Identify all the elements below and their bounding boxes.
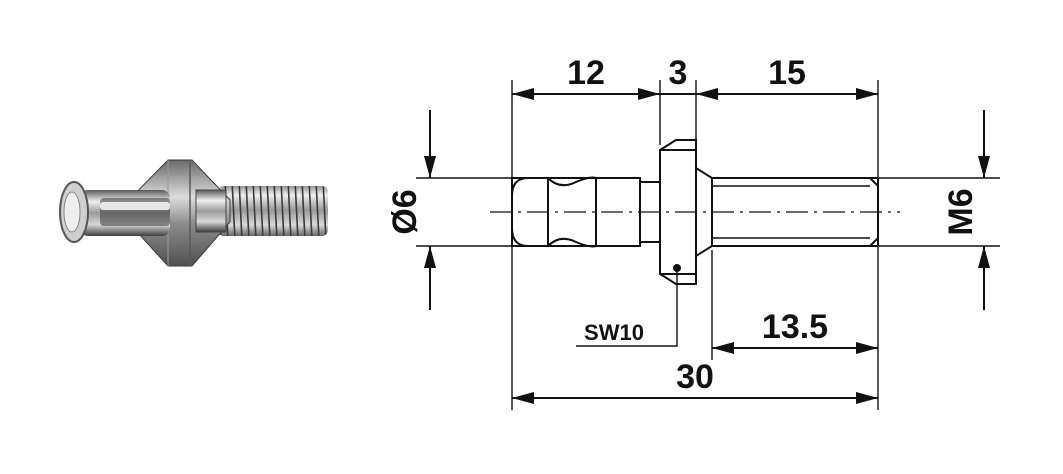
dimension-lines (424, 88, 990, 404)
photo-collar (195, 189, 227, 233)
dim-left-diameter: Ø6 (386, 189, 424, 234)
photo-hex (117, 159, 231, 267)
dim-top-mid: 3 (669, 54, 688, 92)
dim-thread-length: 13.5 (762, 308, 828, 346)
dim-right-thread: M6 (942, 188, 980, 235)
dim-hex-size: SW10 (584, 320, 644, 345)
extension-lines (416, 80, 1000, 410)
dim-top-right: 15 (768, 54, 806, 92)
photo-thread (218, 186, 328, 236)
part-photo (59, 159, 328, 267)
dim-overall: 30 (676, 358, 714, 396)
dim-top-left: 12 (567, 54, 605, 92)
